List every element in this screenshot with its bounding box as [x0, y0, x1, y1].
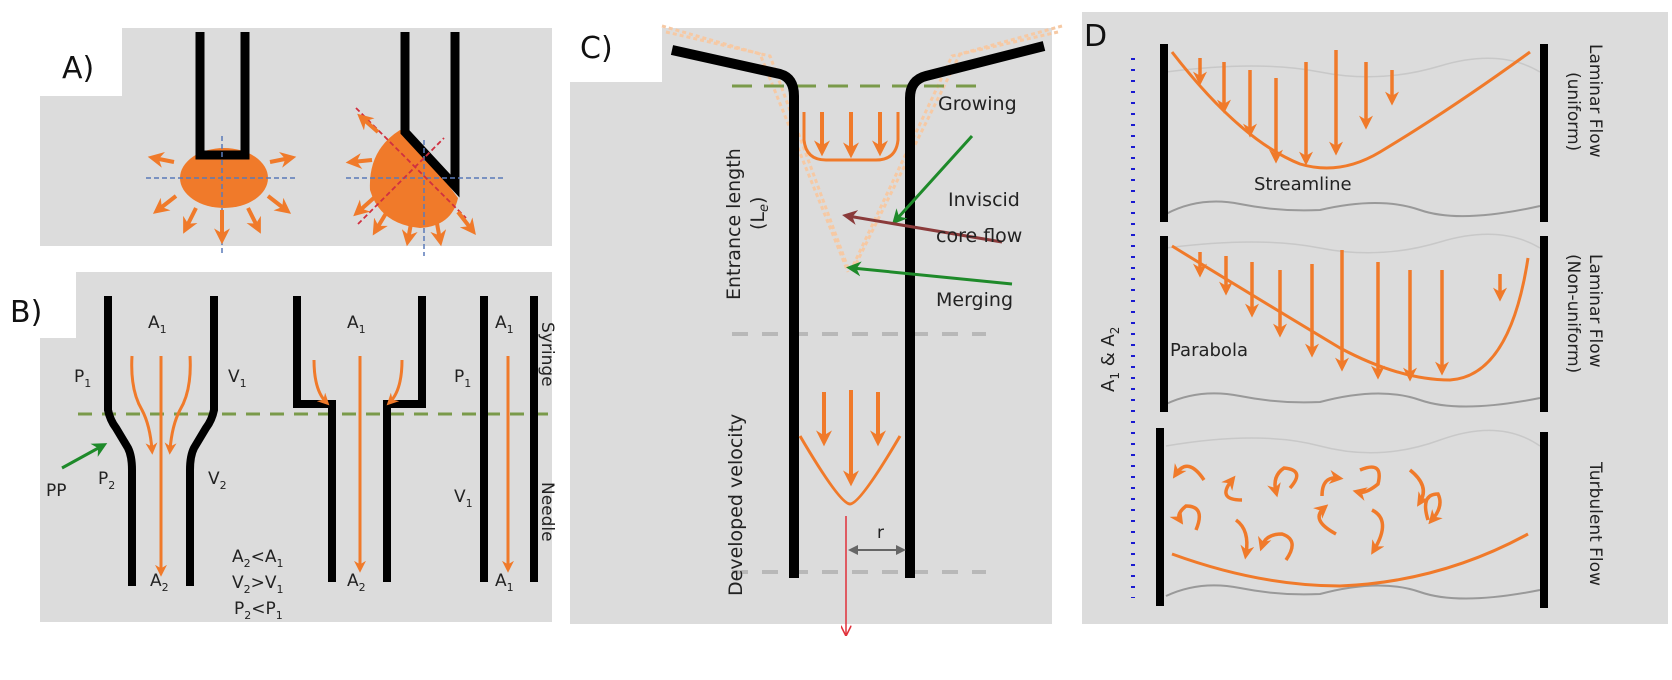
laminar-uniform-section: Streamline Laminar Flow (uniform) — [1160, 44, 1605, 222]
tapered-syringe-needle: A1 P1 V1 PP P2 V2 A2 A2<A1 V2>V1 P2<P1 — [46, 296, 284, 622]
inviscid-core-envelope — [661, 24, 1063, 273]
growing-pointer — [891, 134, 974, 225]
label-a2: A2 — [347, 571, 366, 594]
growing-label: Growing — [938, 93, 1017, 115]
wall-right — [186, 296, 218, 586]
section-boundary — [1165, 429, 1541, 454]
panel-c-label-box — [570, 0, 662, 82]
label-a1: A1 — [495, 313, 514, 336]
label-v1: V1 — [228, 367, 247, 390]
section-boundary — [1165, 233, 1541, 254]
panel-b-label-box — [0, 272, 76, 338]
panel-b-label: B) — [10, 295, 42, 330]
panel-a-label-box — [36, 26, 122, 96]
panel-a: A) — [36, 26, 552, 256]
developed-velocity-profile — [798, 390, 902, 506]
flow-arrows — [312, 356, 404, 573]
laminar-uniform-label-line2: (uniform) — [1563, 72, 1583, 151]
streamline-curve — [1170, 50, 1531, 170]
panel-c: C) — [570, 0, 1063, 634]
panel-a-label: A) — [62, 51, 94, 86]
laminar-nonuniform-section: Parabola Laminar Flow (Non-uniform) — [1160, 233, 1605, 412]
label-p1: P1 — [454, 367, 471, 390]
droplet — [369, 130, 458, 228]
merging-pointer — [846, 261, 1013, 286]
panel-d-label: D — [1084, 19, 1107, 54]
panel-c-background — [570, 28, 1052, 624]
area-axis-label: A1 & A2 — [1098, 327, 1122, 392]
panel-c-label: C) — [580, 31, 613, 66]
turbulent-label: Turbulent Flow — [1585, 461, 1605, 586]
needle-label: Needle — [537, 482, 557, 542]
turbulent-section: Turbulent Flow — [1156, 428, 1605, 608]
streamline-label: Streamline — [1254, 174, 1352, 195]
pipe-wall-right — [905, 41, 1046, 578]
needle-wall — [400, 32, 460, 198]
guide-line-red — [357, 137, 445, 225]
developed-velocity-label: Developed velocity — [725, 414, 747, 596]
label-v2: V2 — [208, 469, 227, 492]
growing-velocity-profile — [802, 112, 900, 162]
relation-area: A2<A1 — [232, 547, 284, 570]
label-a1-bottom: A1 — [495, 571, 514, 594]
section-boundary — [1165, 200, 1541, 218]
label-a1: A1 — [148, 313, 167, 336]
wall-left — [293, 296, 336, 582]
wall-right — [383, 296, 426, 582]
pp-pointer-arrow — [61, 443, 108, 470]
spread-arrows — [147, 152, 297, 245]
straight-syringe-needle: A1 P1 V1 A1 Syringe Needle — [454, 296, 557, 594]
straight-needle-tip-icon — [146, 32, 297, 256]
droplet — [180, 148, 268, 208]
beveled-needle-tip-icon — [345, 32, 504, 256]
laminar-nonuniform-label-line1: Laminar Flow — [1585, 254, 1605, 368]
label-a2: A2 — [150, 571, 169, 594]
relations: A2<A1 V2>V1 P2<P1 — [232, 547, 284, 622]
label-p1: P1 — [74, 367, 91, 390]
radius-label: r — [877, 523, 884, 543]
label-p2: P2 — [98, 469, 115, 492]
panel-b: B) A1 P1 V1 PP P2 V2 A2 A2<A1 V2>V1 P2<P… — [0, 272, 557, 622]
spread-arrows — [345, 113, 476, 247]
inviscid-pointer — [842, 210, 1003, 244]
eddy-arrows — [1169, 463, 1443, 562]
relation-pressure: P2<P1 — [234, 599, 283, 622]
panel-a-background — [40, 28, 552, 246]
label-a1: A1 — [347, 313, 366, 336]
flow-arrows — [130, 355, 192, 577]
section-boundary — [1165, 392, 1541, 408]
label-pp: PP — [46, 481, 67, 501]
parabola-curve — [1171, 244, 1530, 382]
merging-label: Merging — [936, 289, 1013, 311]
syringe-label: Syringe — [537, 322, 557, 387]
relation-velocity: V2>V1 — [232, 573, 284, 596]
inviscid-label-line2: core flow — [936, 225, 1022, 247]
panel-d: D A1 & A2 Streamline Laminar Flow (unifo — [1082, 12, 1668, 624]
entrance-length-symbol: (Le) — [747, 197, 772, 230]
laminar-uniform-label-line1: Laminar Flow — [1585, 44, 1605, 158]
entrance-length-label: Entrance length — [723, 148, 745, 300]
wall-left — [104, 296, 136, 586]
turbulent-profile-curve — [1171, 532, 1529, 588]
section-boundary — [1165, 57, 1541, 78]
pipe-wall-left — [670, 45, 799, 578]
stepped-syringe-needle: A1 A2 — [293, 296, 426, 594]
inviscid-label-line1: Inviscid — [948, 189, 1020, 211]
parabola-label: Parabola — [1170, 340, 1248, 361]
label-v1: V1 — [454, 487, 473, 510]
section-boundary — [1165, 584, 1541, 600]
laminar-nonuniform-label-line2: (Non-uniform) — [1563, 254, 1583, 373]
